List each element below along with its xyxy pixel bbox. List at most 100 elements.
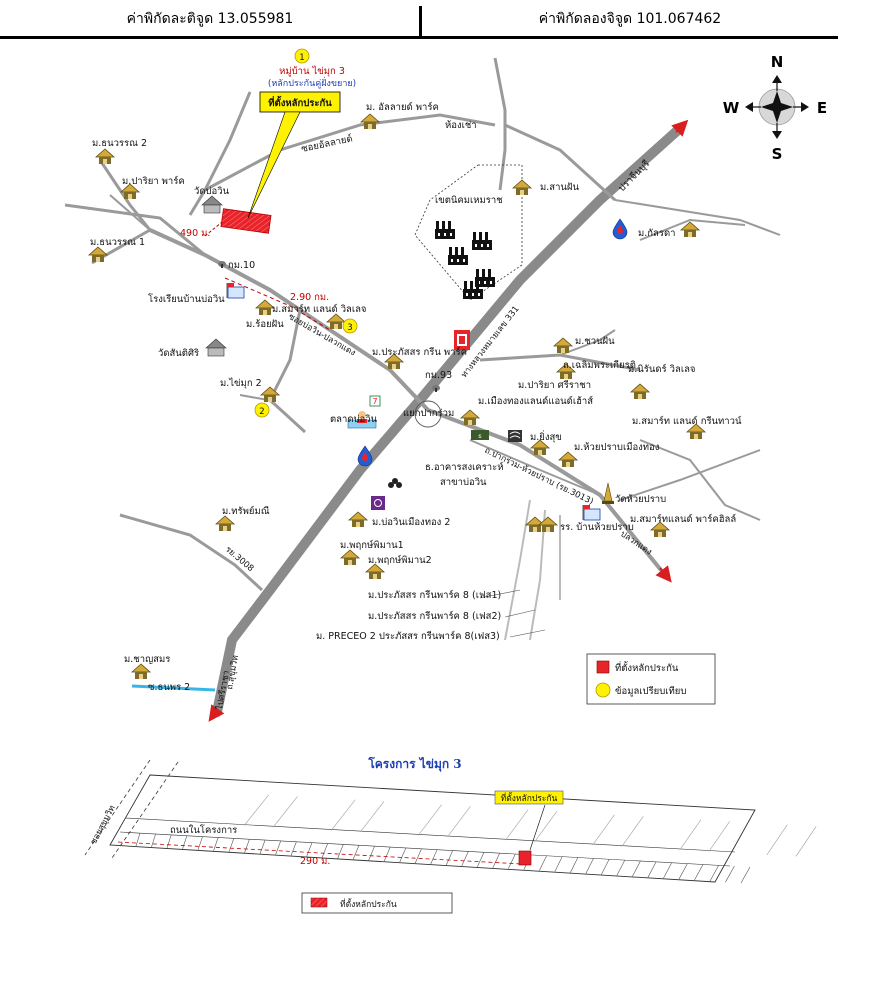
plan-legend-label: ที่ตั้งหลักประกัน bbox=[340, 898, 397, 910]
bank-icon: ธ bbox=[471, 430, 489, 440]
plan-lot-line bbox=[383, 846, 391, 862]
plan-distance-label: 290 ม. bbox=[300, 856, 330, 867]
label: รร. บ้านห้วยปราบ bbox=[560, 522, 634, 533]
callout-project-name: หมู่บ้าน ไข่มุก 3 bbox=[279, 65, 345, 77]
plan-lot-line bbox=[228, 838, 235, 852]
hemaraj-zone-outline bbox=[414, 164, 523, 301]
label: ม.ยิ่งสุข bbox=[530, 430, 562, 443]
label: ม.ปาริยา ศรีราชา bbox=[518, 379, 591, 391]
house-icon bbox=[131, 663, 151, 680]
label: สาขาบ่อวิน bbox=[440, 477, 487, 488]
plan-lot-line bbox=[290, 841, 297, 856]
label: ห้องเช่า bbox=[445, 120, 477, 131]
house-icon bbox=[215, 515, 235, 532]
logo-icon bbox=[388, 478, 402, 488]
label: ม.ห้วยปราบเมืองทอง bbox=[574, 442, 659, 453]
callout-box-label: ที่ตั้งหลักประกัน bbox=[268, 95, 332, 109]
temple-icon bbox=[201, 195, 223, 214]
label: กม.93 bbox=[425, 370, 452, 381]
plan-lot-line bbox=[632, 860, 641, 877]
plan-lot-line bbox=[321, 843, 328, 858]
label: ม. อัลลายด์ พาร์ค bbox=[366, 101, 439, 113]
collateral-site-marker bbox=[220, 208, 272, 234]
km-post-icon bbox=[218, 261, 226, 268]
plan-lot-line bbox=[430, 849, 438, 865]
plan-lot-line bbox=[244, 839, 250, 853]
plan-lot-line bbox=[766, 824, 788, 855]
label: ปลวกแดง bbox=[618, 529, 653, 557]
label: ม.ทรัพย์มณี bbox=[222, 505, 270, 517]
plan-lot-line bbox=[554, 856, 563, 872]
svg-text:ธ: ธ bbox=[478, 433, 482, 440]
house-icon bbox=[630, 383, 650, 400]
plan-lot-line bbox=[330, 799, 356, 831]
label: วัดบ่อวิน bbox=[194, 186, 230, 197]
plan-lot-line bbox=[740, 866, 751, 884]
plan-lot-lines bbox=[135, 794, 817, 884]
house-icon bbox=[360, 113, 380, 130]
label: 2.90 กม. bbox=[290, 292, 329, 303]
plan-site-tag: ที่ตั้งหลักประกัน bbox=[501, 792, 558, 804]
label: ตลาดบ่อวิน bbox=[330, 414, 378, 425]
plan-lot-line bbox=[679, 819, 702, 851]
house-icon bbox=[365, 563, 385, 580]
plan-lot-line bbox=[534, 811, 558, 843]
label: ม.สานฝัน bbox=[540, 182, 579, 193]
plan-lot-line bbox=[570, 857, 579, 873]
label: ม.ประภัสสร กรีนพาร์ค 8 (เฟส1) bbox=[368, 589, 501, 601]
plan-lot-line bbox=[359, 801, 385, 833]
factory-icon bbox=[435, 221, 455, 239]
house-icon bbox=[512, 179, 532, 196]
label: ม.เมืองทองแลนด์แอนด์เฮ้าส์ bbox=[478, 395, 593, 407]
label: วัดห้วยปราบ bbox=[615, 494, 666, 505]
bank-icon bbox=[371, 496, 385, 510]
site-callout: 1 หมู่บ้าน ไข่มุก 3 (หลักประกันคู่ฝั่งขย… bbox=[247, 48, 356, 219]
plan-lot-line bbox=[337, 844, 344, 859]
legend-site-label: ที่ตั้งหลักประกัน bbox=[615, 661, 679, 674]
project-plan: โครงการ ไข่มุก 3 ที่ตั้งหลักประกัน ซอยสุ… bbox=[84, 756, 817, 914]
plan-lot-line bbox=[725, 865, 735, 883]
coordinate-bar: ค่าพิกัดละติจูด 13.055981 ค่าพิกัดลองจิจ… bbox=[0, 0, 838, 39]
plan-lot-line bbox=[708, 821, 731, 852]
plan-road-label: ถนนในโครงการ bbox=[170, 824, 237, 836]
plan-title: โครงการ ไข่มุก 3 bbox=[367, 756, 461, 772]
house-icon bbox=[326, 313, 346, 330]
house-icon bbox=[95, 148, 115, 165]
house-icon bbox=[88, 246, 108, 263]
plan-lot-line bbox=[445, 850, 454, 866]
plan-lot-line bbox=[275, 840, 282, 855]
label: กม.10 bbox=[228, 260, 255, 271]
distance-line bbox=[204, 221, 223, 237]
label: ม.สมาร์ทแลนด์ พาร์คฮิลล์ bbox=[630, 513, 736, 525]
house-icon bbox=[348, 511, 368, 528]
plan-lot-line bbox=[585, 858, 594, 874]
km-post-icon bbox=[432, 385, 440, 392]
plan-lot-line bbox=[616, 859, 626, 876]
factory-icon bbox=[448, 247, 468, 265]
plan-lot-line bbox=[182, 835, 188, 849]
callout-pointer bbox=[247, 111, 301, 219]
label: ม.ประภัสสร กรีนพาร์ค 8 (เฟส2) bbox=[368, 610, 501, 622]
plan-lot-line bbox=[795, 826, 817, 857]
brand-icon bbox=[454, 330, 470, 350]
school-icon bbox=[582, 505, 601, 521]
plan-site-leader bbox=[529, 804, 546, 851]
plan-legend-swatch bbox=[310, 897, 328, 908]
school-icon bbox=[226, 283, 245, 299]
label: ม.นิรันดร์ วิลเลจ bbox=[628, 363, 695, 375]
plan-lot-line bbox=[694, 864, 704, 881]
label: ซ.ธนพร 2 bbox=[148, 682, 190, 693]
plan-lot-line bbox=[505, 809, 529, 841]
house-icon bbox=[538, 516, 558, 533]
plan-lot-line bbox=[399, 847, 407, 863]
legend-compare-label: ข้อมูลเปรียบเทียบ bbox=[615, 685, 686, 697]
plan-lot-line bbox=[663, 862, 673, 879]
plan-lot-line bbox=[592, 814, 615, 846]
label: ม.ร้อยฝัน bbox=[246, 319, 284, 330]
map-legend: ที่ตั้งหลักประกัน ข้อมูลเปรียบเทียบ bbox=[586, 653, 716, 705]
label: ซอยบ่อวิน-ปลวกแดง bbox=[287, 312, 358, 359]
plan-lot-line bbox=[647, 861, 657, 878]
label: ม. PRECEO 2 ประภัสสร กรีนพาร์ค 8(เฟส3) bbox=[316, 630, 500, 642]
plan-lot-line bbox=[368, 845, 375, 861]
